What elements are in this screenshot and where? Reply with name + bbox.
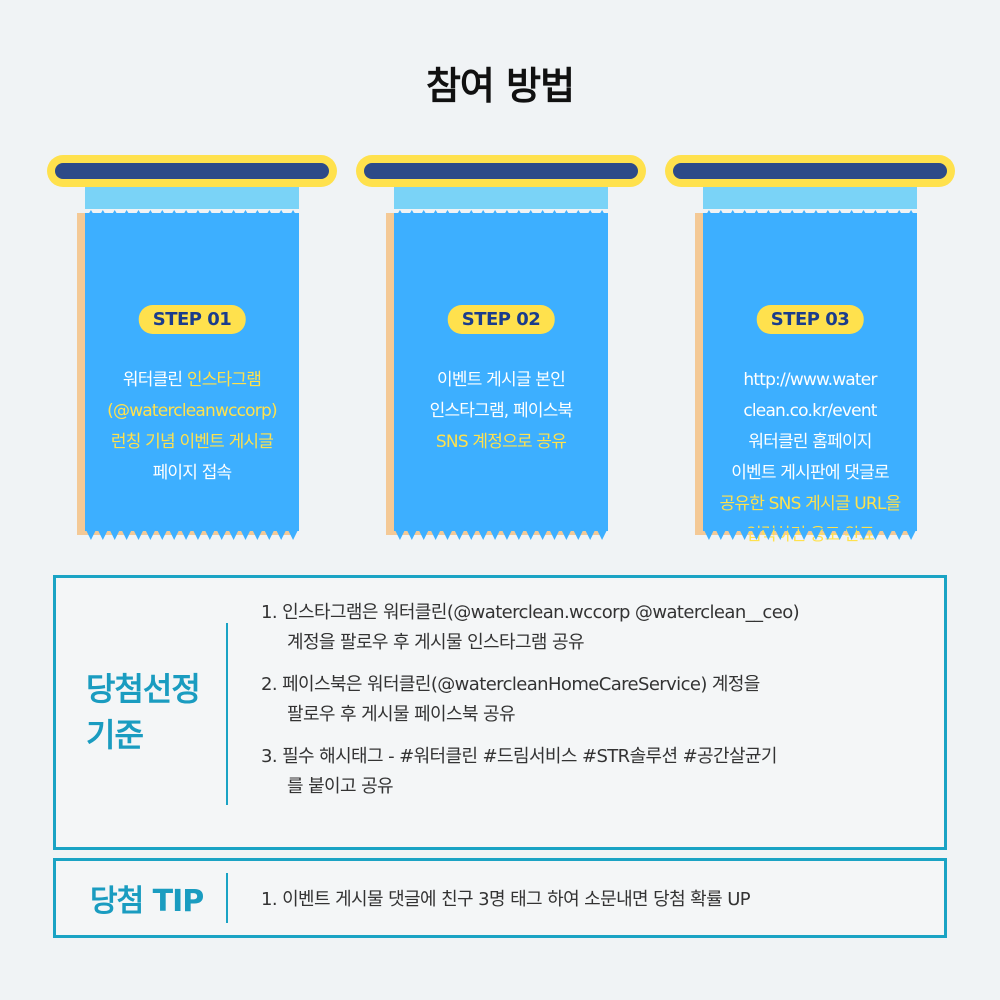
divider-line	[226, 623, 228, 805]
step-line: 런칭 기념 이벤트 게시글	[93, 427, 291, 458]
step-line: 이벤트 게시글 본인	[402, 365, 600, 396]
step-line: 인스타그램, 페이스북	[402, 396, 600, 427]
criteria-item-3: 3. 필수 해시태그 - #워터클린 #드림서비스 #STR솔루션 #공간살균기…	[261, 742, 931, 802]
tip-text: 1. 이벤트 게시물 댓글에 친구 3명 태그 하여 소문내면 당첨 확률 UP	[261, 889, 751, 910]
hanging-rod	[665, 155, 955, 187]
highlight-text: SNS 계정으로 공유	[435, 432, 567, 452]
criteria-item-1-line1: 1. 인스타그램은 워터클린(@waterclean.wccorp @water…	[261, 602, 800, 623]
criteria-box: 당첨선정 기준 1. 인스타그램은 워터클린(@waterclean.wccor…	[53, 575, 947, 850]
step-badge: STEP 01	[138, 305, 246, 334]
page-title: 참여 방법	[425, 64, 575, 108]
banner-zigzag-top	[85, 205, 299, 220]
step-card-3: STEP 03 http://www.water clean.co.kr/event…	[665, 155, 955, 545]
criteria-item-2: 2. 페이스북은 워터클린(@watercleanHomeCareService…	[261, 670, 931, 730]
criteria-item-2-line2: 팔로우 후 게시물 페이스북 공유	[287, 704, 516, 725]
criteria-item-3-line2: 를 붙이고 공유	[287, 776, 394, 797]
step-line: SNS 계정으로 공유	[402, 427, 600, 458]
step-line: 워터클린 인스타그램	[93, 365, 291, 396]
step-description: http://www.water clean.co.kr/event 워터클린 홈페…	[711, 365, 909, 551]
plain-text: 페이지 접속	[152, 463, 233, 483]
plain-text: 인스타그램, 페이스북	[429, 401, 574, 421]
highlight-text: 인스타그램	[186, 370, 262, 390]
hanging-rod	[47, 155, 337, 187]
criteria-label-line2: 기준	[86, 716, 144, 754]
criteria-label: 당첨선정 기준	[86, 666, 201, 758]
tip-divider-line	[226, 873, 228, 923]
criteria-label-line1: 당첨선정	[86, 670, 201, 708]
tip-label: 당첨 TIP	[90, 884, 204, 919]
step-line: (@watercleanwccorp)	[93, 396, 291, 427]
banner-zigzag-top	[703, 205, 917, 220]
step-badge: STEP 02	[447, 305, 555, 334]
highlight-text: 공유한 SNS 게시글 URL을	[719, 494, 902, 514]
plain-text: 워터클린	[122, 370, 187, 390]
step-card-1: STEP 01 워터클린 인스타그램 (@watercleanwccorp) 런칭 기…	[47, 155, 337, 540]
step-badge: STEP 03	[756, 305, 864, 334]
tip-box: 당첨 TIP 1. 이벤트 게시물 댓글에 친구 3명 태그 하여 소문내면 당…	[53, 858, 947, 938]
plain-text: 이벤트 게시판에 댓글로	[731, 463, 889, 483]
criteria-item-1-line2: 계정을 팔로우 후 게시물 인스타그램 공유	[287, 632, 585, 653]
criteria-item-2-line1: 2. 페이스북은 워터클린(@watercleanHomeCareService…	[261, 674, 760, 695]
highlight-text: (@watercleanwccorp)	[107, 401, 277, 421]
criteria-item-1: 1. 인스타그램은 워터클린(@waterclean.wccorp @water…	[261, 598, 931, 658]
criteria-item-3-line1: 3. 필수 해시태그 - #워터클린 #드림서비스 #STR솔루션 #공간살균기	[261, 746, 777, 767]
banner-zigzag-bottom	[394, 525, 608, 540]
banner-zigzag-top	[394, 205, 608, 220]
plain-text: 이벤트 게시글 본인	[437, 370, 566, 390]
step-line: 워터클린 홈페이지	[711, 427, 909, 458]
step-banner: STEP 01 워터클린 인스타그램 (@watercleanwccorp) 런칭 기…	[85, 213, 299, 531]
banner-zigzag-bottom	[703, 525, 917, 540]
step-line: 공유한 SNS 게시글 URL을	[711, 489, 909, 520]
criteria-list: 1. 인스타그램은 워터클린(@waterclean.wccorp @water…	[261, 598, 931, 814]
plain-text: clean.co.kr/event	[743, 401, 877, 421]
step-line: http://www.water	[711, 365, 909, 396]
step-banner: STEP 03 http://www.water clean.co.kr/event…	[703, 213, 917, 545]
hanging-rod	[356, 155, 646, 187]
plain-text: http://www.water	[743, 370, 877, 390]
step-line: clean.co.kr/event	[711, 396, 909, 427]
highlight-text: 런칭 기념 이벤트 게시글	[110, 432, 274, 452]
banner-zigzag-bottom	[85, 525, 299, 540]
step-description: 워터클린 인스타그램 (@watercleanwccorp) 런칭 기념 이벤트 게…	[93, 365, 291, 489]
step-line: 페이지 접속	[93, 458, 291, 489]
step-line: 이벤트 게시판에 댓글로	[711, 458, 909, 489]
plain-text: 워터클린 홈페이지	[748, 432, 872, 452]
